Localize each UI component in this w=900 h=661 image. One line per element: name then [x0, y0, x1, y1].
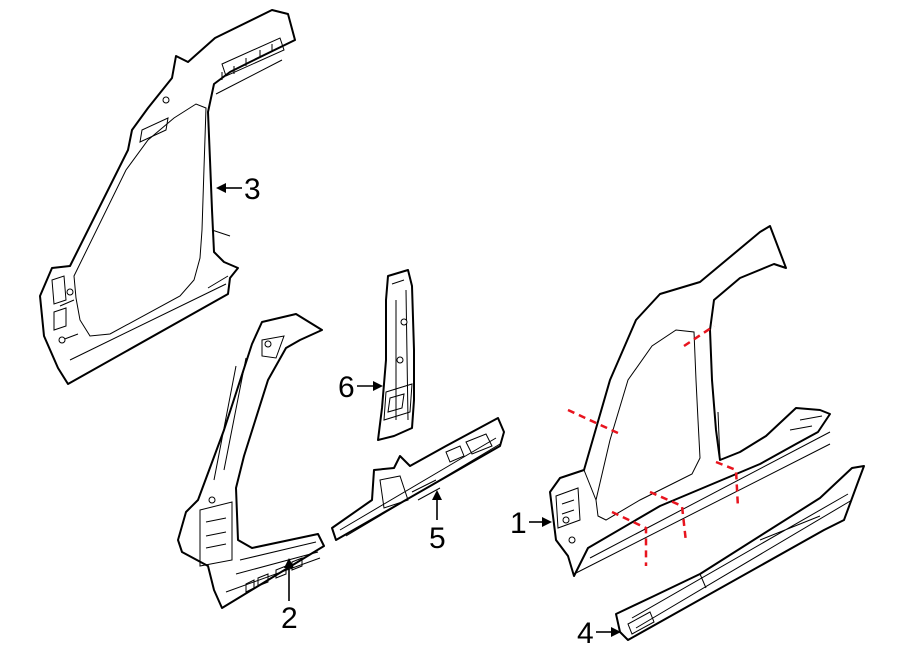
cut-line-windshield — [567, 408, 621, 436]
callout-5: 5 — [429, 490, 446, 555]
callout-label-2: 2 — [281, 602, 298, 635]
section-cut-lines — [567, 324, 740, 566]
part-4-rocker-outer[interactable] — [615, 465, 865, 641]
part-3-side-panel[interactable] — [39, 9, 296, 385]
cut-line-front-lower — [611, 510, 648, 566]
callout-label-4: 4 — [577, 617, 594, 650]
callout-label-5: 5 — [429, 522, 446, 555]
callout-label-6: 6 — [338, 371, 355, 404]
cut-line-upper-pillar — [683, 324, 715, 348]
callout-label-3: 3 — [244, 173, 261, 206]
callout-3: 3 — [216, 173, 261, 206]
callout-1: 1 — [510, 507, 552, 540]
part-6-b-pillar-reinforcement[interactable] — [377, 269, 415, 441]
part-5-rocker-inner[interactable] — [331, 417, 505, 541]
callout-label-1: 1 — [510, 507, 527, 540]
callout-4: 4 — [577, 617, 621, 650]
part-2-front-pillar[interactable] — [177, 313, 325, 609]
callout-2: 2 — [281, 558, 298, 635]
callout-6: 6 — [338, 371, 383, 404]
